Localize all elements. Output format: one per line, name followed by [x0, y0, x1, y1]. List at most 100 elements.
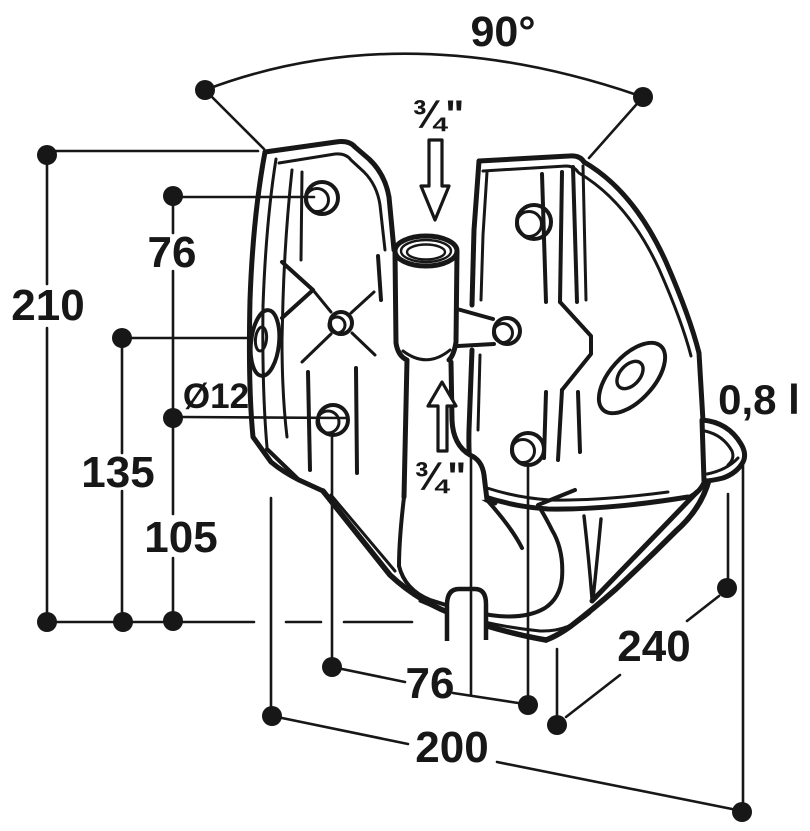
- valve-boss-bracket: [455, 307, 496, 348]
- bowl-basin: [397, 488, 577, 619]
- dot-angle-right: [633, 87, 653, 107]
- bowl-front-tab: [444, 586, 489, 641]
- right-wing-fold-line: [571, 165, 582, 454]
- up-arrow-icon: [426, 380, 458, 453]
- dot-105-top: [163, 408, 183, 428]
- dim-135-label: 135: [81, 448, 154, 497]
- dot-210-bottom: [37, 612, 57, 632]
- dim-240-lines: [555, 492, 730, 719]
- valve-boss-hole-inner: [492, 322, 514, 344]
- plate-top-inner: [577, 171, 693, 358]
- dot-135-top: [112, 328, 132, 348]
- dim-76-upper-label: 76: [148, 228, 197, 277]
- dim-135-lines: [120, 336, 254, 615]
- dimension-dots: [37, 80, 752, 822]
- screw-hole-lower-right-inner: [510, 438, 536, 464]
- dim-200-label: 200: [415, 723, 488, 772]
- left-wing-notch: [280, 260, 315, 320]
- left-wing-fold-line: [261, 157, 278, 449]
- dot-76-upper: [163, 186, 183, 206]
- capacity-label: 0,8 l: [718, 376, 800, 423]
- dim-76-upper-lines: [171, 195, 316, 615]
- dot-200-right: [732, 802, 752, 822]
- screw-hole-upper-left-inner: [304, 187, 330, 213]
- dim-210-lines: [45, 149, 260, 616]
- screw-hole-upper-right-inner: [515, 210, 543, 238]
- lip-inner-arc: [703, 429, 735, 467]
- pipe-fill: [393, 250, 487, 500]
- dim-76-lower-label: 76: [406, 659, 455, 708]
- left-wing-bar-edge: [299, 170, 304, 262]
- dimension-labels: 90° ¾" ¾" 210 76 135 105 Ø12 0,8 l 240 7…: [11, 8, 800, 772]
- right-wing-lower-bars: [542, 388, 564, 462]
- bowl-right-edge: [543, 477, 712, 643]
- dot-76-lower-left: [322, 657, 342, 677]
- left-wing-slot-left: [280, 168, 294, 439]
- dot-200-left: [262, 706, 282, 726]
- dim-105-label: 105: [144, 513, 217, 562]
- pipe-thread-inner: [405, 243, 447, 261]
- pipe-thread-mid: [399, 238, 453, 264]
- right-wing-top-edge: [476, 153, 587, 165]
- left-wing-bottom-rib: [265, 447, 299, 480]
- right-wing-bottom-inner: [485, 486, 670, 502]
- right-wing-notch: [558, 300, 593, 392]
- left-wing: [246, 139, 397, 494]
- plate-top-edge: [581, 159, 702, 356]
- body-drawing: [246, 139, 748, 643]
- dot-240-lower: [547, 715, 567, 735]
- pipe-left-edge: [392, 249, 410, 500]
- hole-diameter-label: Ø12: [183, 377, 249, 416]
- dot-240-upper: [717, 578, 737, 598]
- dim-210-label: 210: [11, 281, 84, 330]
- bowl-rim-diagonal: [589, 489, 700, 604]
- angle-arc: [203, 52, 645, 99]
- dim-240-label: 240: [617, 622, 690, 671]
- inlet-bottom-label: ¾": [414, 455, 466, 499]
- dot-angle-left: [195, 80, 215, 100]
- left-wing-lower-bars: [306, 366, 359, 475]
- inlet-top-label: ¾": [412, 93, 464, 137]
- right-wing: [455, 153, 691, 512]
- bowl-inner-wall: [582, 514, 603, 601]
- side-oval-hole-left: [248, 308, 282, 378]
- lip-outline: [699, 417, 748, 484]
- holes: [248, 180, 668, 467]
- dim-dia12-leader: [180, 415, 348, 420]
- screw-hole-lower-left-inner: [315, 409, 341, 435]
- dot-105-bottom: [163, 611, 183, 631]
- dim-200-lines: [269, 463, 745, 811]
- bowl: [320, 477, 712, 643]
- flow-arrows: [419, 138, 458, 453]
- bowl-inner-rim-left: [329, 493, 397, 573]
- plate-right-edge: [696, 350, 706, 424]
- left-wing-right-inner: [376, 254, 383, 302]
- angle-label: 90°: [470, 8, 535, 56]
- dot-135-bottom: [113, 612, 133, 632]
- pipe-thread-outer: [392, 233, 460, 269]
- left-wing-ribs: [300, 288, 377, 364]
- side-oval-hole-left-inner: [253, 325, 269, 353]
- dimension-lines: [45, 52, 745, 811]
- right-wing-fold-inner: [581, 164, 588, 302]
- right-plate: [577, 159, 708, 501]
- overflow-lip: [699, 417, 748, 484]
- side-oval-hole-right-inner: [615, 359, 645, 391]
- left-wing-top-edge: [262, 139, 397, 253]
- right-wing-left-edge: [466, 158, 498, 506]
- dot-76-lower-right: [518, 695, 538, 715]
- right-wing-bottom-edge: [479, 493, 691, 512]
- pipe-collar-bottom: [401, 348, 452, 362]
- right-wing-left-inner: [476, 170, 489, 432]
- down-arrow-icon: [419, 138, 451, 222]
- lip-lower-arc: [705, 456, 740, 476]
- left-wing-inner-frame-top: [277, 152, 387, 252]
- dot-210-top: [37, 145, 57, 165]
- angle-leaders: [203, 88, 645, 160]
- left-wing-left-edge: [246, 149, 326, 494]
- bowl-funnel: [397, 495, 524, 568]
- side-oval-hole-right: [596, 340, 668, 416]
- rib-center-hole-left-inner: [327, 315, 347, 335]
